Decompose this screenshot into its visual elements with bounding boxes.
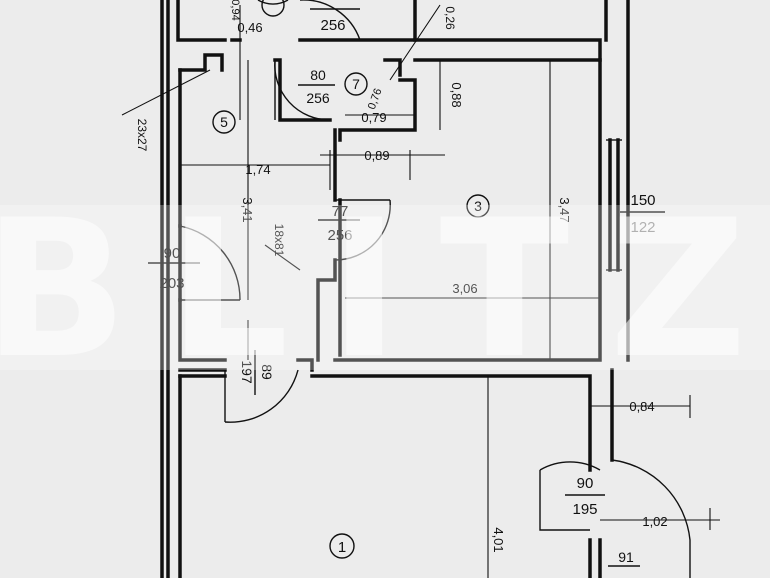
dim-347: 3,47: [557, 197, 572, 222]
room-7-circle: [344, 72, 368, 96]
top-walls: [176, 0, 602, 72]
room-labels: 5 3 1 7: [220, 76, 482, 556]
entry-width: 90: [164, 245, 181, 262]
window-height: 122: [630, 219, 655, 236]
door-swings: [179, 0, 691, 578]
watermark-text: BLITZ: [0, 179, 770, 400]
bottom-opening-91: 91: [618, 549, 634, 565]
dim-341: 3,41: [240, 197, 255, 222]
column-labels: 23x27 18x81: [135, 119, 286, 257]
dim-026: 0,26: [443, 6, 457, 30]
dim-089: 0,89: [364, 148, 389, 163]
room-1-circle: [329, 533, 355, 559]
room-top-circle: [261, 0, 285, 17]
door-89-width: 89: [259, 364, 275, 380]
door-bath-width: 80: [310, 67, 326, 83]
dim-306: 3,06: [452, 281, 477, 296]
dim-102: 1,02: [642, 514, 667, 529]
dim-174: 1,74: [245, 162, 270, 177]
dim-094: 0,94: [229, 0, 241, 21]
room-1-label: 1: [338, 539, 346, 556]
door-balcony-height: 195: [572, 501, 597, 518]
dim-079: 0,79: [361, 110, 386, 125]
room1-walls: [178, 368, 614, 578]
door-89-height: 197: [239, 360, 255, 384]
dim-401: 4,01: [491, 527, 506, 552]
room-7-label: 7: [352, 76, 360, 92]
room-3-circle: [466, 194, 490, 218]
room3-walls: [333, 58, 622, 362]
window-width: 150: [630, 192, 655, 209]
entry-height: 203: [159, 275, 184, 292]
opening-labels: 256 80 256 77 256 90 203 89 197 150 122 …: [159, 17, 655, 565]
room-5-circle: [212, 110, 236, 134]
dimension-labels: 0,46 0,94 0,26 0,79 0,76 0,88 0,89 1,74 …: [229, 0, 668, 553]
door-77-width: 77: [332, 203, 349, 220]
room-markers: [212, 0, 490, 559]
column-18x81: 18x81: [272, 224, 286, 257]
dim-046: 0,46: [237, 20, 262, 35]
dim-076: 0,76: [366, 87, 385, 111]
dimension-lines: [121, 4, 720, 578]
door-top-height: 256: [320, 17, 345, 34]
dim-088: 0,88: [449, 82, 464, 107]
room-3-label: 3: [474, 198, 482, 214]
watermark: BLITZ: [0, 179, 770, 400]
dim-084: 0,84: [629, 399, 654, 414]
room-5-label: 5: [220, 114, 228, 130]
column-23x27: 23x27: [135, 119, 149, 152]
door-bath-height: 256: [306, 90, 330, 106]
door-77-height: 256: [327, 227, 352, 244]
door-balcony-width: 90: [577, 475, 594, 492]
exterior-walls: [160, 0, 630, 578]
